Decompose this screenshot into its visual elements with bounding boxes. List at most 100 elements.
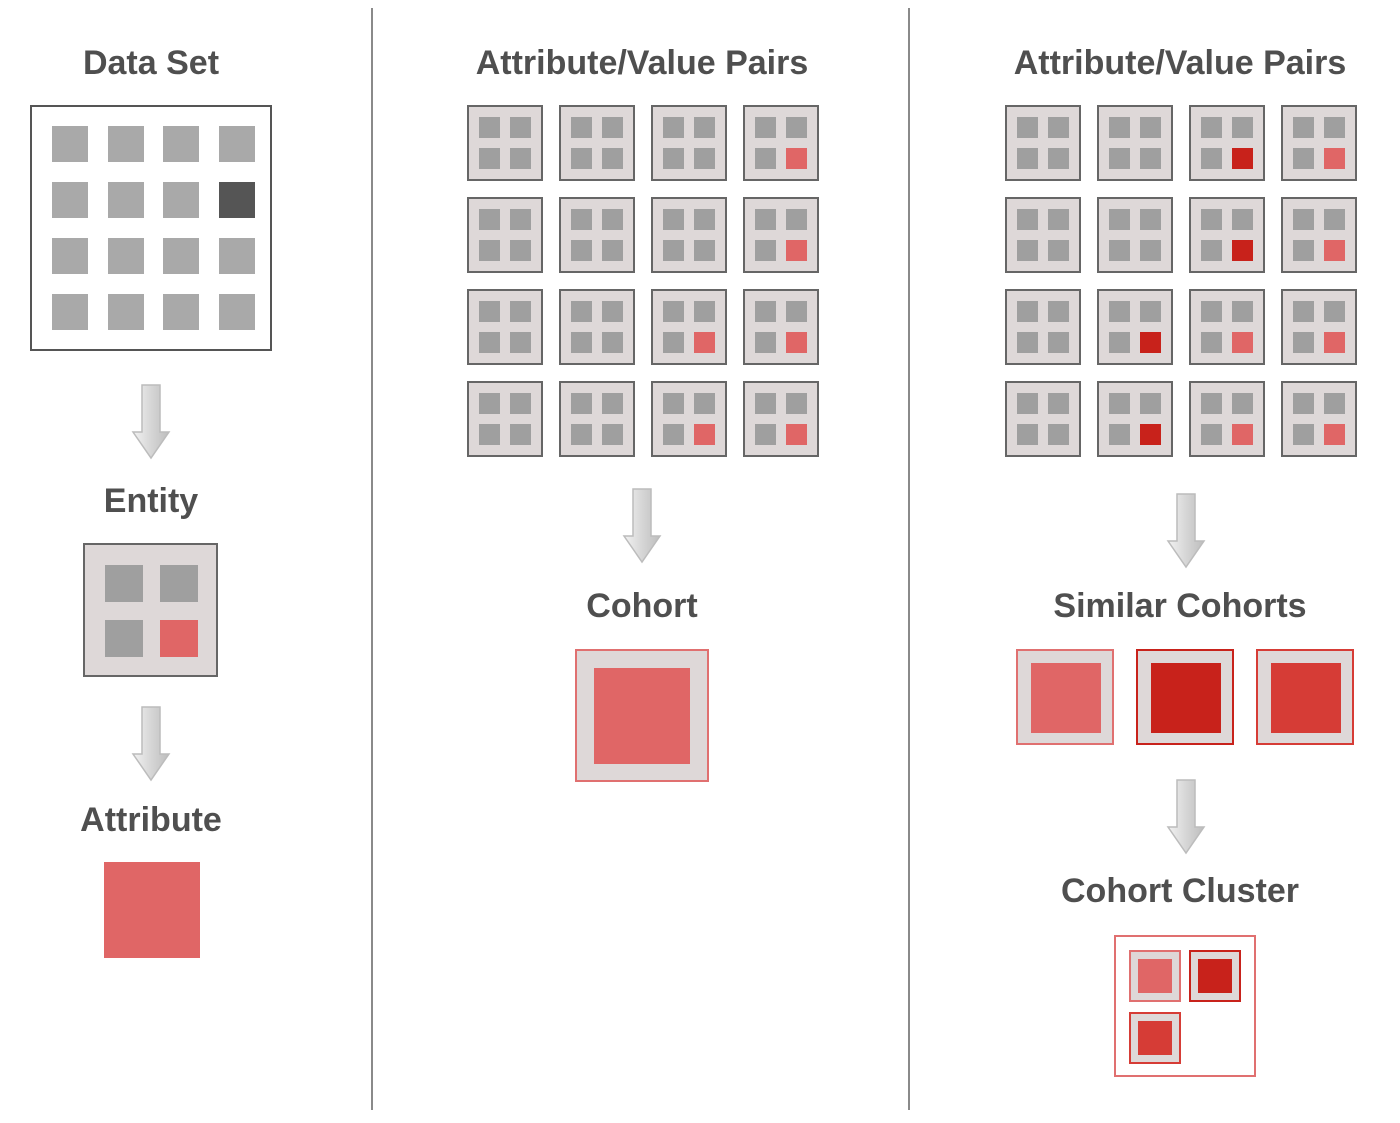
entity-attribute-cell bbox=[786, 117, 807, 138]
entity-attribute-cell bbox=[1293, 117, 1314, 138]
entity-tile bbox=[651, 289, 727, 365]
entity-attribute-cell bbox=[1109, 209, 1130, 230]
down-arrow-icon bbox=[1166, 493, 1206, 569]
cohort-title: Cohort bbox=[586, 587, 698, 625]
entity-tile bbox=[1189, 381, 1265, 457]
entity-attribute-cell bbox=[755, 117, 776, 138]
entity-attribute-cell bbox=[479, 424, 500, 445]
entity-attribute-cell bbox=[1140, 209, 1161, 230]
entity-attribute-cell bbox=[663, 209, 684, 230]
entity-attribute-cell bbox=[694, 393, 715, 414]
entity-attribute-cell bbox=[602, 148, 623, 169]
entity-attribute-cell bbox=[1232, 209, 1253, 230]
data-set-grid bbox=[30, 105, 272, 351]
entity-attribute-cell bbox=[694, 301, 715, 322]
entity-attribute-cell-highlighted bbox=[1140, 424, 1161, 445]
data-set-cell bbox=[163, 182, 199, 218]
cluster-cohort-light bbox=[1129, 950, 1181, 1002]
data-set-cell bbox=[107, 238, 144, 274]
entity-attribute-cell-highlighted bbox=[1232, 332, 1253, 353]
entity-tile bbox=[1097, 381, 1173, 457]
entity-attribute-cell bbox=[602, 424, 623, 445]
data-set-cell bbox=[218, 294, 255, 330]
entity-attribute-cell bbox=[510, 148, 531, 169]
entity-attribute-cell bbox=[1017, 148, 1038, 169]
data-set-cell bbox=[52, 238, 88, 274]
entity-tile bbox=[1281, 381, 1357, 457]
entity-attribute-cell bbox=[1293, 301, 1314, 322]
entity-attribute-cell bbox=[1017, 424, 1038, 445]
entity-attribute-cell bbox=[1109, 240, 1130, 261]
entity-tile bbox=[559, 381, 635, 457]
entity-attribute-cell bbox=[755, 301, 776, 322]
entity-attribute-cell bbox=[1109, 424, 1130, 445]
entity-attribute-cell bbox=[1017, 240, 1038, 261]
entity-attribute-cell bbox=[755, 209, 776, 230]
entity-tile bbox=[1005, 197, 1081, 273]
cluster-cohort-dark bbox=[1189, 950, 1241, 1002]
entity-attribute-cell-highlighted bbox=[1324, 148, 1345, 169]
attribute-value-pairs-title: Attribute/Value Pairs bbox=[475, 44, 809, 82]
entity-attribute-cell-highlighted bbox=[1232, 424, 1253, 445]
data-set-cell bbox=[107, 182, 144, 218]
entity-attribute-cell bbox=[510, 332, 531, 353]
entity-attribute-cell bbox=[1017, 332, 1038, 353]
entity-tile bbox=[651, 105, 727, 181]
entity-tile bbox=[559, 105, 635, 181]
entity-attribute-cell bbox=[602, 209, 623, 230]
entity-attribute-cell bbox=[1201, 393, 1222, 414]
entity-tile bbox=[651, 381, 727, 457]
entity-attribute-cell bbox=[1293, 393, 1314, 414]
entity-tile bbox=[743, 105, 819, 181]
entity-attribute-cell bbox=[479, 393, 500, 414]
entity-attribute-cell bbox=[1109, 332, 1130, 353]
entity-attribute-cell bbox=[510, 117, 531, 138]
entity-attribute-cell bbox=[1048, 301, 1069, 322]
entity-attribute-cell bbox=[571, 424, 592, 445]
entity-attribute-cell bbox=[1232, 301, 1253, 322]
entity-attribute-cell bbox=[602, 332, 623, 353]
entity-attribute-cell bbox=[602, 393, 623, 414]
entity-attribute-cell bbox=[1048, 424, 1069, 445]
data-set-cell bbox=[52, 182, 88, 218]
entity-attribute-cell bbox=[694, 240, 715, 261]
entity-attribute-cell bbox=[479, 209, 500, 230]
entity-attribute-cell bbox=[105, 620, 143, 657]
entity-attribute-cell bbox=[160, 565, 198, 602]
entity-tile bbox=[1005, 105, 1081, 181]
entity-tile bbox=[1097, 289, 1173, 365]
entity-attribute-cell bbox=[571, 332, 592, 353]
cohort-attribute bbox=[1198, 959, 1232, 993]
entity-attribute-cell-highlighted bbox=[1232, 148, 1253, 169]
cohort-attribute bbox=[1151, 663, 1221, 733]
entity-attribute-cell bbox=[479, 240, 500, 261]
entity-tile bbox=[467, 289, 543, 365]
entity-attribute-cell bbox=[694, 117, 715, 138]
entity-attribute-cell bbox=[1232, 393, 1253, 414]
entity-attribute-cell bbox=[571, 240, 592, 261]
entity-attribute-cell bbox=[755, 148, 776, 169]
entity-attribute-cell bbox=[663, 424, 684, 445]
similar-cohorts-title: Similar Cohorts bbox=[1053, 587, 1307, 625]
entity-attribute-cell bbox=[1140, 393, 1161, 414]
cohort-cluster bbox=[1114, 935, 1256, 1077]
data-set-cell bbox=[163, 126, 199, 162]
entity-attribute-cell bbox=[694, 209, 715, 230]
entity-tile bbox=[1005, 289, 1081, 365]
entity-attribute-cell bbox=[1017, 393, 1038, 414]
entity-attribute-cell bbox=[479, 332, 500, 353]
entity-attribute-cell bbox=[755, 332, 776, 353]
entity-attribute-cell bbox=[1048, 240, 1069, 261]
attribute-square bbox=[104, 862, 200, 958]
entity-attribute-cell bbox=[1293, 240, 1314, 261]
entity-tile bbox=[467, 105, 543, 181]
entity-attribute-cell bbox=[479, 117, 500, 138]
entity-attribute-cell bbox=[663, 148, 684, 169]
entity-attribute-cell-highlighted bbox=[1324, 424, 1345, 445]
entity-attribute-cell bbox=[1232, 117, 1253, 138]
entity-attribute-cell bbox=[755, 424, 776, 445]
entity-attribute-cell bbox=[1109, 393, 1130, 414]
entity-attribute-cell bbox=[1048, 117, 1069, 138]
data-set-cell bbox=[218, 126, 255, 162]
entity-attribute-cell bbox=[663, 240, 684, 261]
